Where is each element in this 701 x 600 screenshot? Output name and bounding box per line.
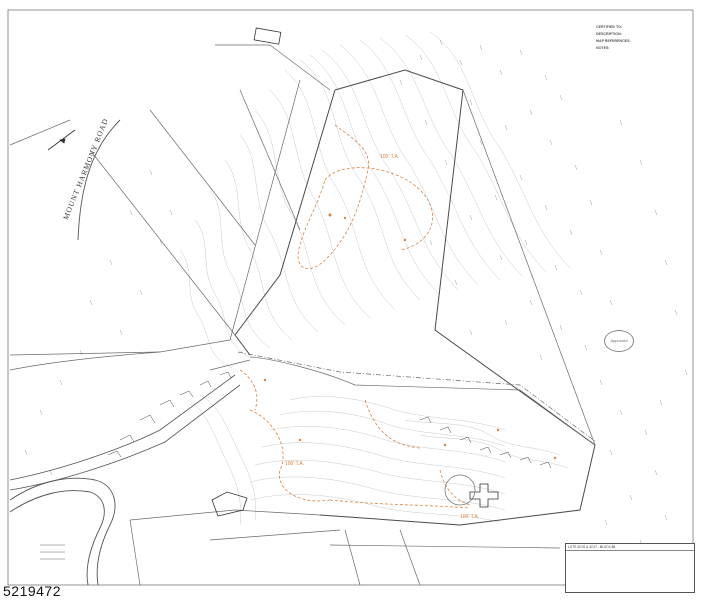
contour-label: 100' T.A. — [380, 154, 400, 160]
lot-lines — [9, 44, 596, 586]
approved-stamp: Approved — [604, 330, 634, 352]
north-arrow — [47, 129, 76, 151]
notes-heading: MAP REFERENCES: — [596, 39, 631, 44]
listing-number: 5219472 — [3, 583, 62, 599]
title-block-lots: LOTS 32.02 & 32.07 - BLOCK 86 — [566, 544, 694, 551]
notes-heading: NOTES: — [596, 46, 610, 51]
orange-points — [263, 213, 557, 460]
setback-line — [237, 351, 597, 443]
contour-lines — [179, 31, 571, 526]
terrain-ticks — [24, 39, 688, 566]
title-block: LOTS 32.02 & 32.07 - BLOCK 86 — [565, 543, 695, 593]
disturbance-limit — [239, 124, 471, 509]
notes-heading: DESCRIPTION: — [596, 32, 622, 37]
sheet-border — [7, 9, 694, 586]
notes-block: CERTIFIED TO: DESCRIPTION: MAP REFERENCE… — [596, 22, 688, 51]
buildings — [211, 27, 499, 517]
site-detail — [107, 371, 552, 469]
property-boundary — [234, 69, 596, 526]
notes-heading: CERTIFIED TO: — [596, 25, 623, 29]
contour-label: 100' T.A. — [460, 514, 480, 520]
contour-label: 100' T.A. — [285, 461, 305, 467]
driveway-line — [9, 374, 236, 481]
curve-data — [40, 544, 65, 560]
road-edge — [9, 119, 121, 586]
